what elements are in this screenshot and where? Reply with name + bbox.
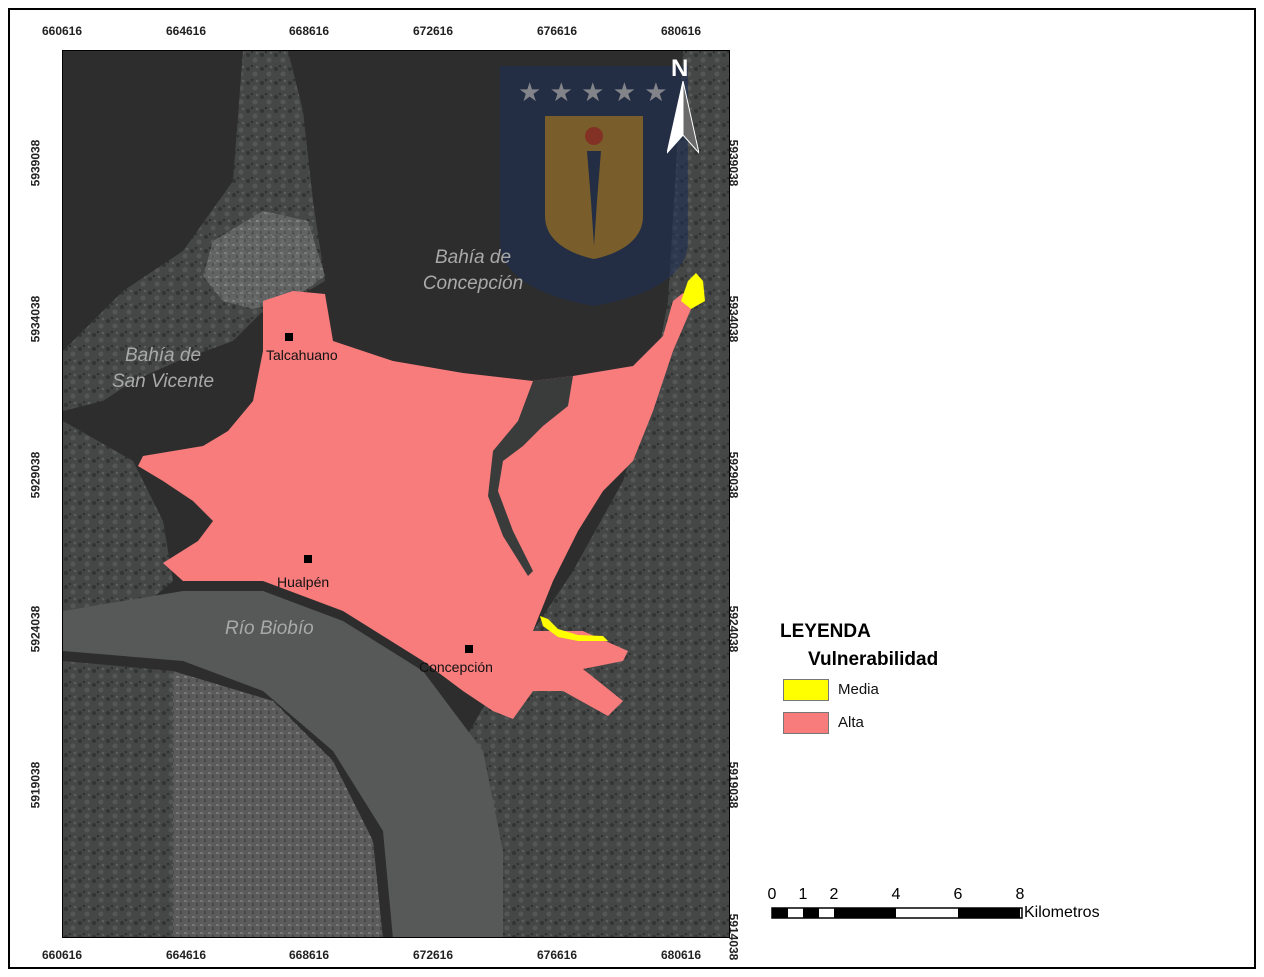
x-tick-top-5: 680616: [660, 24, 702, 38]
zone-media-south: [540, 616, 608, 641]
legend-label-alta: Alta: [838, 714, 864, 731]
legend-swatch-alta: [783, 712, 829, 734]
label-concepcion: Concepción: [419, 659, 493, 675]
talcahuano-urban: [203, 211, 325, 309]
y-tick-left-4: 5919038: [28, 761, 43, 809]
label-bahia-concepcion: Bahía de Concepción: [422, 247, 524, 294]
x-tick-bottom-4: 676616: [536, 948, 578, 962]
south-urban: [173, 671, 383, 937]
label-hualpen: Hualpén: [277, 574, 330, 590]
label-rio-biobio: Río Biobío: [225, 618, 314, 639]
legend-label-media: Media: [838, 681, 879, 698]
legend-swatch-media: [783, 679, 829, 701]
scale-num-1: 1: [798, 886, 808, 903]
x-tick-bottom-1: 664616: [165, 948, 207, 962]
y-tick-left-3: 5924038: [28, 605, 43, 653]
scale-bar: [771, 907, 1023, 919]
x-tick-bottom-5: 680616: [660, 948, 702, 962]
lagoon: [488, 376, 573, 576]
y-tick-left-0: 5939038: [28, 139, 43, 187]
x-tick-top-2: 668616: [288, 24, 330, 38]
label-bahia-san-vicente: Bahía de San Vicente: [111, 345, 215, 392]
north-label: N: [671, 55, 689, 82]
north-arrow-icon: [667, 81, 699, 154]
svg-text:★ ★ ★ ★ ★: ★ ★ ★ ★ ★: [518, 78, 668, 108]
tumbes-peninsula: [63, 51, 325, 411]
x-tick-top-1: 664616: [165, 24, 207, 38]
rio-biobio: [63, 591, 503, 937]
torch-icon: [587, 151, 601, 246]
scale-unit: Kilometros: [1024, 904, 1100, 921]
map-frame: [8, 8, 1256, 969]
zone-media-north: [681, 273, 705, 309]
y-tick-left-1: 5934038: [28, 295, 43, 343]
x-tick-bottom-0: 660616: [41, 948, 83, 962]
scale-num-2: 2: [829, 886, 839, 903]
label-talcahuano: Talcahuano: [266, 347, 338, 363]
x-tick-top-4: 676616: [536, 24, 578, 38]
satellite-map: ★ ★ ★ ★ ★ Bahía de Concepción Bahía de S…: [62, 50, 730, 938]
x-tick-top-0: 660616: [41, 24, 83, 38]
marker-hualpen: [304, 555, 312, 563]
scale-num-0: 0: [767, 886, 777, 903]
hualpen-hills: [63, 421, 173, 626]
scale-num-8: 8: [1015, 886, 1025, 903]
south-west-urban: [63, 661, 173, 937]
marker-concepcion: [465, 645, 473, 653]
x-tick-bottom-2: 668616: [288, 948, 330, 962]
marker-talcahuano: [285, 333, 293, 341]
scale-num-6: 6: [953, 886, 963, 903]
legend-subtitle: Vulnerabilidad: [808, 649, 939, 670]
legend-title: LEYENDA: [780, 621, 871, 642]
x-tick-bottom-3: 672616: [412, 948, 454, 962]
y-tick-left-2: 5929038: [28, 451, 43, 499]
x-tick-top-3: 672616: [412, 24, 454, 38]
scale-num-4: 4: [891, 886, 901, 903]
map-graphics: ★ ★ ★ ★ ★: [63, 51, 729, 937]
crest-watermark: ★ ★ ★ ★ ★: [500, 66, 688, 306]
